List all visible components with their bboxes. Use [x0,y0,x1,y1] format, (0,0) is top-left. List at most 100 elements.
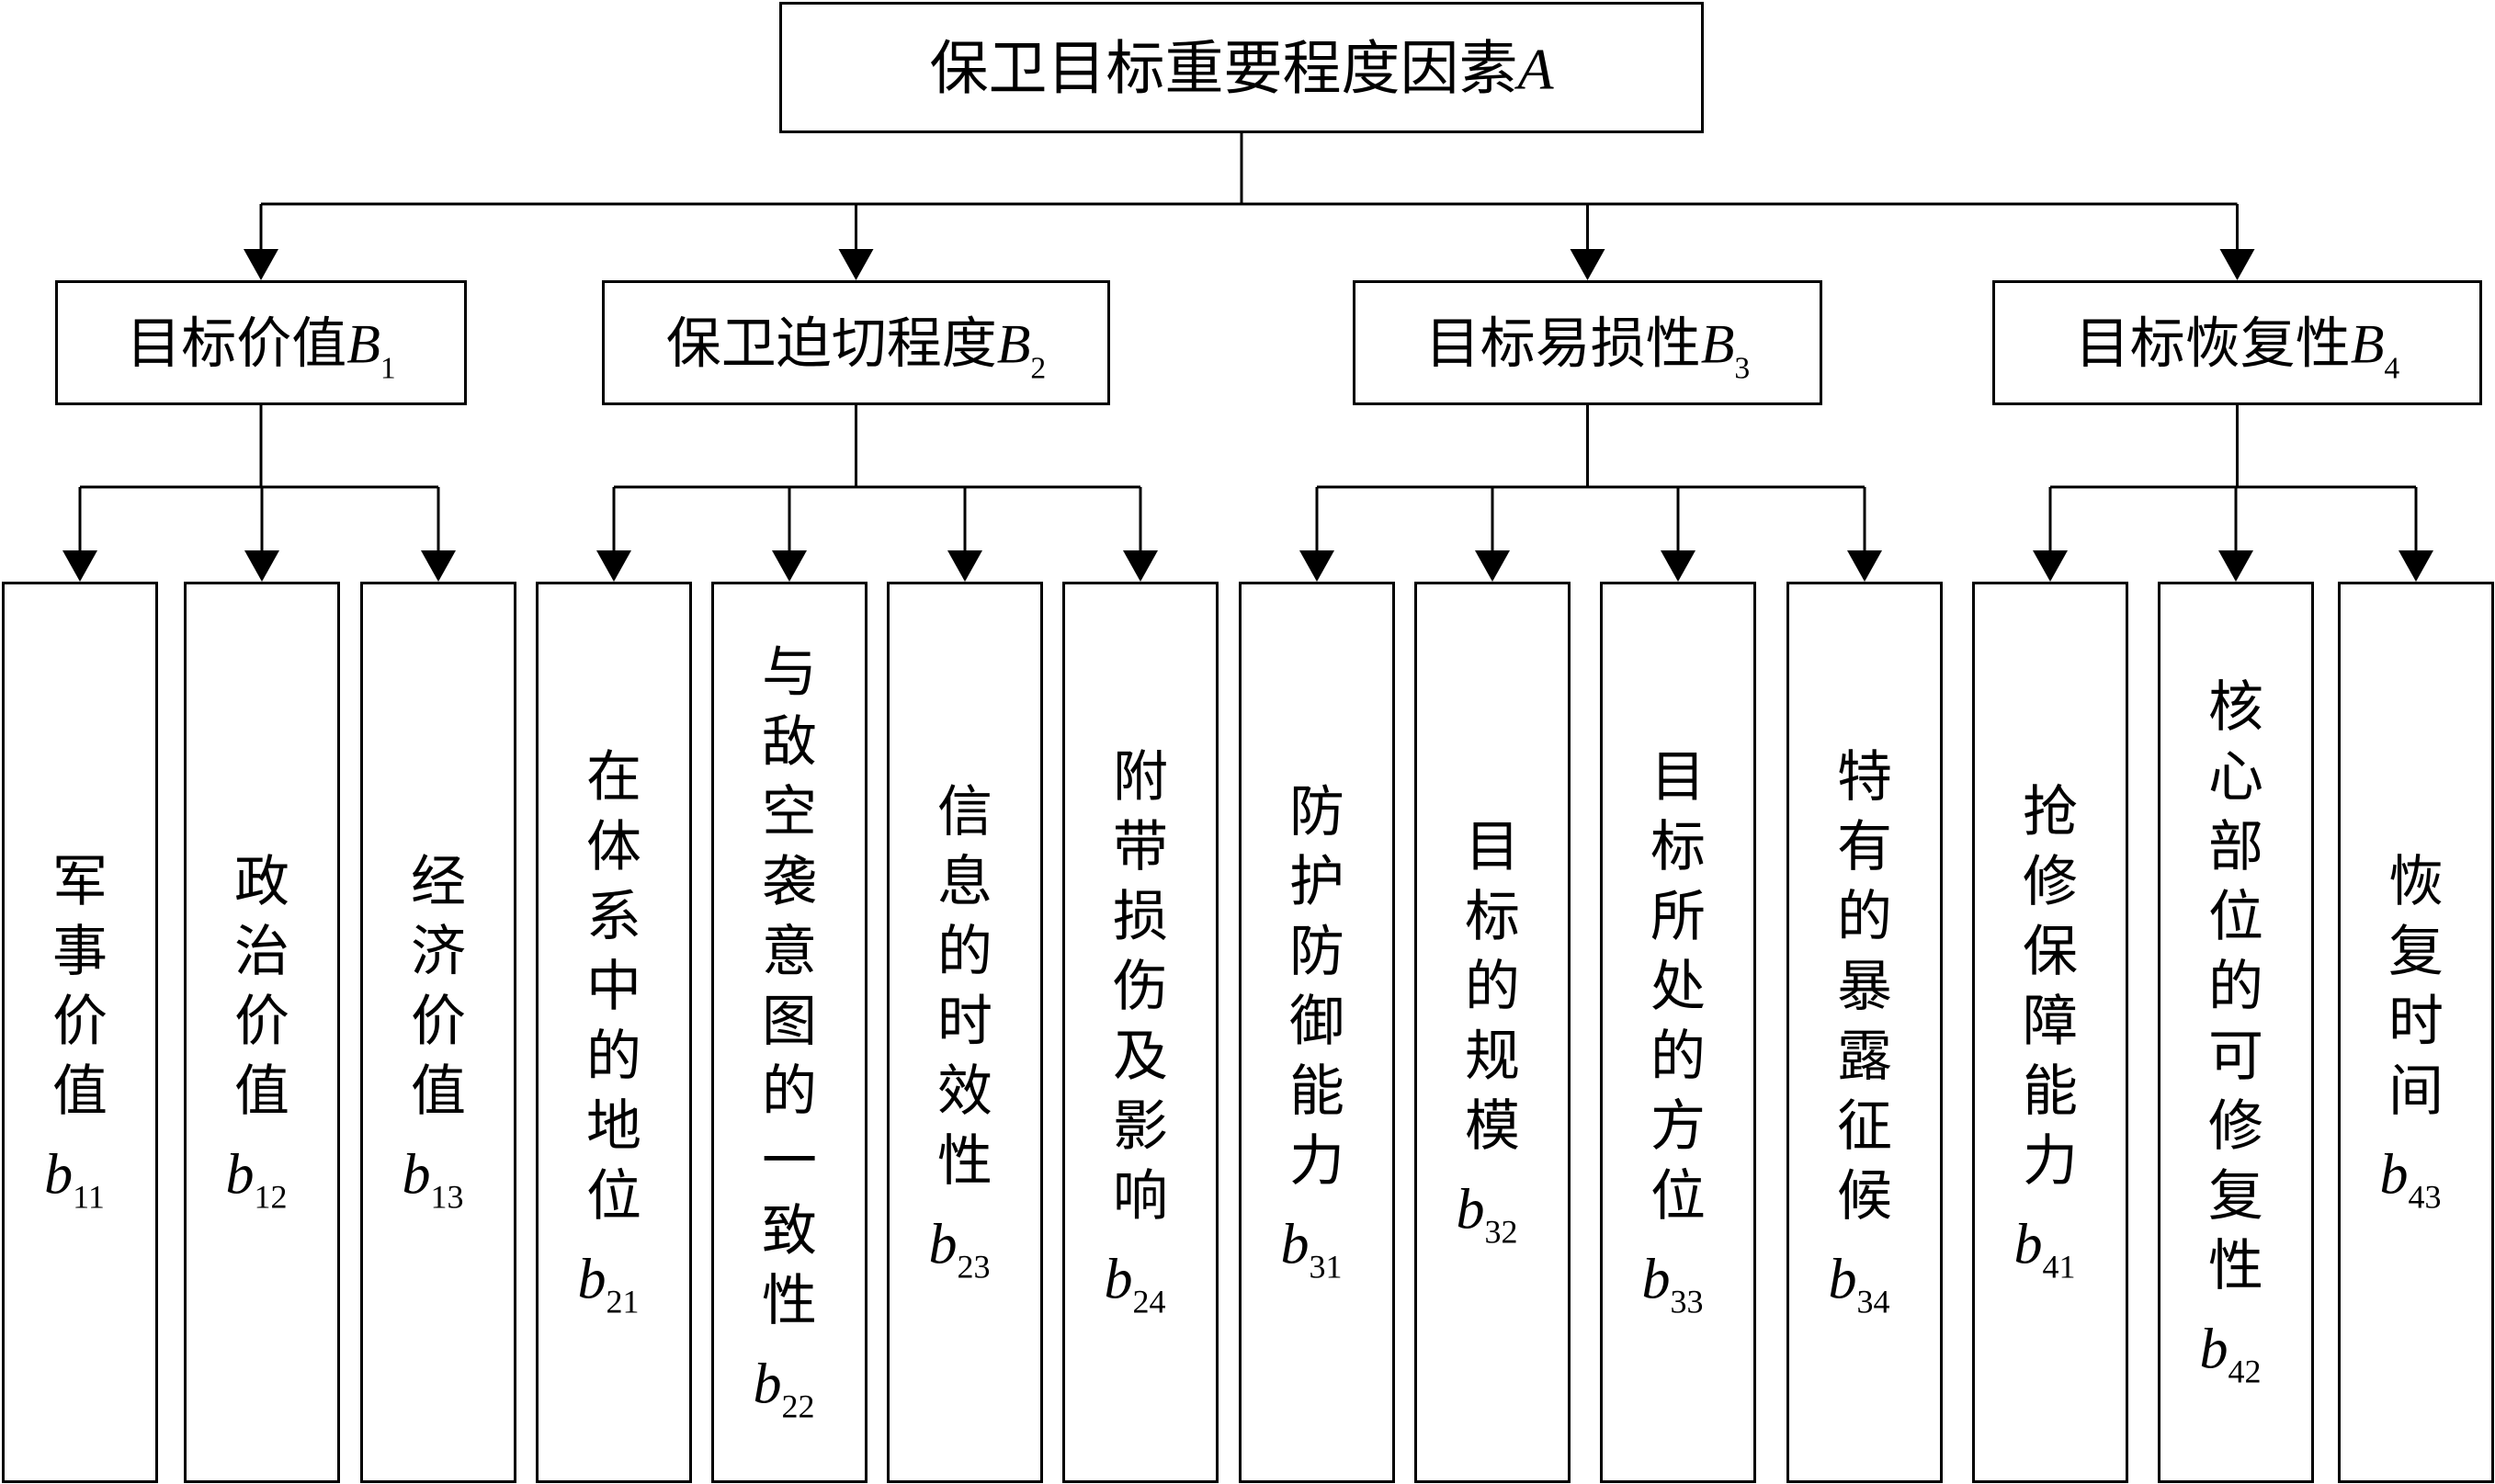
leaf-label-3-2-text: 目标的规模 [1465,815,1520,1159]
group-box-1 [55,280,467,405]
connectors [62,133,2433,582]
group-label-4: 目标恢复性B4 [2075,312,2400,386]
leaf-label-2-1-text: 在体系中的地位 [586,745,641,1229]
leaf-label-2-1-sub: 21 [607,1284,640,1320]
leaf-label-1-3-var: b [403,1144,431,1206]
leaf-label-2-4-variable: b24 [1105,1249,1166,1320]
leaf-label-3-1-sub: 31 [1310,1249,1343,1286]
leaf-label-2-3-sub: 23 [958,1249,991,1286]
leaf-arrow-3-3 [1661,550,1695,582]
group-label-4-text: 目标恢复性 [2075,312,2351,377]
group-label-3-sub: 3 [1734,351,1750,385]
leaf-label-2-3-text: 信息的时效性 [937,780,992,1194]
group-label-1: 目标价值B1 [126,312,395,386]
leaf-label-3-4-sub: 34 [1857,1284,1890,1320]
group-arrow-3 [1570,249,1605,280]
leaf-label-1-1-variable: b11 [44,1144,105,1216]
leaf-arrow-1-2 [244,550,279,582]
leaf-label-2-2-var: b [754,1354,782,1416]
group-label-1-var: B [346,314,380,375]
leaf-label-3-4-text: 特有的暴露征候 [1837,745,1892,1229]
leaf-label-1-2-sub: 12 [255,1179,288,1216]
leaf-label-1-3-text: 经济价值 [411,850,466,1124]
group-label-4-sub: 4 [2384,351,2399,385]
leaf-label-1-1-var: b [44,1144,73,1206]
leaf-label-4-3-variable: b43 [2380,1144,2442,1216]
leaf-box-3-2 [1414,582,1571,1483]
leaf-label-3-4-variable: b34 [1829,1249,1890,1320]
leaf-arrow-2-3 [947,550,982,582]
leaf-label-2-2-sub: 22 [782,1388,815,1425]
leaf-label-4-3-text: 恢复时间 [2388,850,2444,1124]
leaf-box-3-4 [1786,582,1943,1483]
leaf-label-4-1-sub: 41 [2043,1249,2076,1286]
leaf-box-4-3 [2338,582,2494,1483]
leaf-label-1-3-variable: b13 [403,1144,464,1216]
group-label-4-var: B [2351,314,2385,375]
leaf-label-3-1-text: 防护防御能力 [1289,780,1344,1194]
leaf-label-1-2-var: b [226,1144,255,1206]
leaf-label-2-1-var: b [578,1249,607,1311]
leaf-label-1-2-text: 政治价值 [234,850,289,1124]
leaf-arrow-3-4 [1847,550,1882,582]
leaf-label-3-3-var: b [1642,1249,1671,1311]
leaf-label-4-2-sub: 42 [2228,1354,2262,1390]
root-box [779,2,1704,133]
leaf-label-4-1-text: 抢修保障能力 [2023,780,2078,1194]
leaf-box-2-3 [887,582,1043,1483]
group-box-2 [602,280,1110,405]
leaf-label-4-3-var: b [2380,1144,2409,1206]
leaf-box-2-2 [711,582,868,1483]
leaf-label-3-2-var: b [1457,1179,1485,1241]
leaf-label-1-2-variable: b12 [226,1144,288,1216]
leaf-label-4-2-text: 核心部位的可修复性 [2208,675,2263,1298]
leaf-arrow-1-3 [421,550,456,582]
leaf-label-4-3-sub: 43 [2409,1179,2442,1216]
leaf-label-2-2-variable: b22 [754,1354,815,1425]
leaf-label-1-1-text: 军事价值 [52,850,108,1124]
leaf-arrow-4-2 [2218,550,2253,582]
leaf-label-3-4-var: b [1829,1249,1857,1311]
leaf-box-4-1 [1972,582,2128,1483]
leaf-label-1-1-sub: 11 [73,1179,105,1216]
group-label-3-text: 目标易损性 [1425,312,1701,377]
leaf-label-2-3-var: b [929,1214,958,1276]
root-label-var: A [1514,37,1554,102]
leaf-arrow-2-4 [1123,550,1158,582]
group-box-4 [1992,280,2482,405]
leaf-box-1-2 [184,582,340,1483]
group-label-3: 目标易损性B3 [1425,312,1750,386]
leaf-box-1-1 [2,582,158,1483]
leaf-box-2-4 [1062,582,1219,1483]
leaf-box-3-1 [1239,582,1395,1483]
leaf-label-3-1-variable: b31 [1281,1214,1343,1286]
leaf-label-1-3-sub: 13 [431,1179,464,1216]
leaf-label-3-3-text: 目标所处的方位 [1650,745,1706,1229]
leaf-label-4-2-var: b [2200,1319,2228,1381]
leaf-arrow-4-1 [2033,550,2068,582]
group-label-2-text: 保卫迫切程度 [666,312,997,377]
leaf-label-2-2-text: 与敌空袭意图的一致性 [762,640,817,1333]
group-arrow-4 [2219,249,2255,280]
leaf-label-4-2-variable: b42 [2200,1319,2262,1390]
group-label-1-text: 目标价值 [126,312,346,377]
group-label-3-var: B [1701,314,1735,375]
leaf-label-4-1-var: b [2014,1214,2043,1276]
leaf-arrow-2-2 [772,550,807,582]
leaf-box-1-3 [360,582,516,1483]
leaf-box-3-3 [1600,582,1756,1483]
leaf-label-2-4-sub: 24 [1133,1284,1166,1320]
leaf-arrow-4-3 [2399,550,2433,582]
group-arrow-2 [838,249,874,280]
leaf-arrow-1-1 [62,550,97,582]
group-label-1-sub: 1 [380,351,396,385]
leaf-label-3-3-variable: b33 [1642,1249,1704,1320]
group-label-2: 保卫迫切程度B2 [666,312,1046,386]
leaf-arrow-3-1 [1299,550,1334,582]
leaf-label-2-3-variable: b23 [929,1214,991,1286]
group-arrow-1 [244,249,278,280]
group-label-2-var: B [997,314,1031,375]
group-box-3 [1353,280,1822,405]
